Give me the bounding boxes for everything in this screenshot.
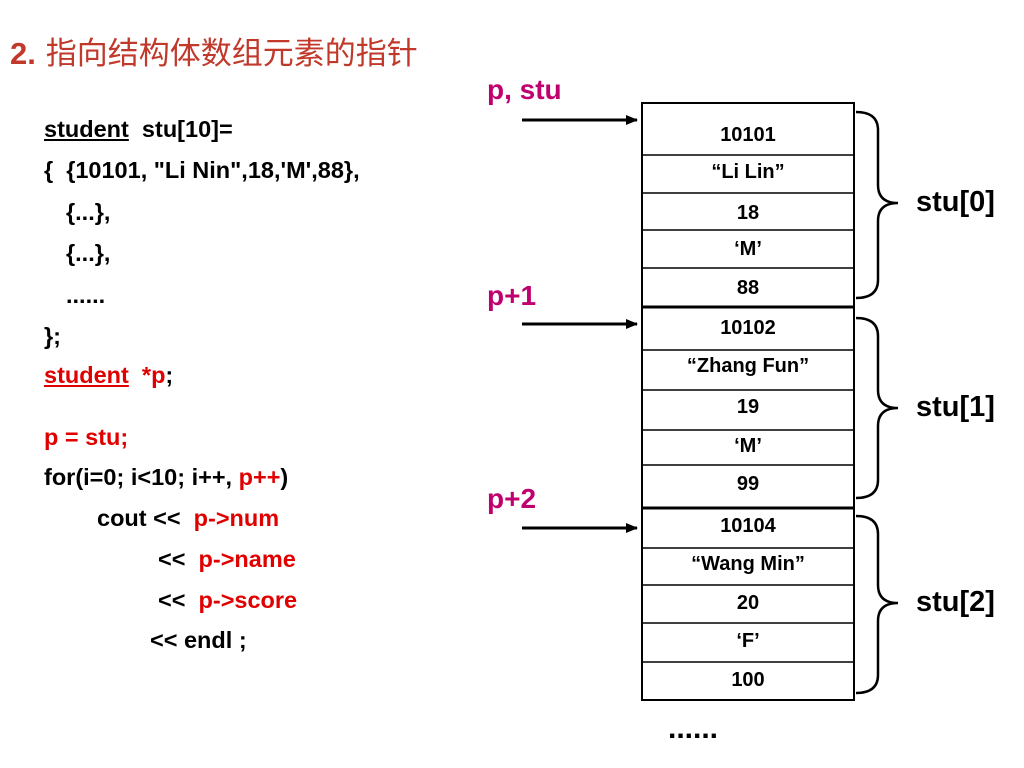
code-line-11: << p->name	[158, 545, 296, 573]
array-continuation-ellipsis: ......	[668, 712, 719, 745]
code-line-6: };	[44, 323, 61, 349]
code-line-9: for(i=0; i<10; i++, p++)	[44, 463, 288, 491]
code-line-8: p = stu;	[44, 424, 129, 450]
code-line-13: << endl ;	[150, 627, 247, 653]
cell-num-0: 10101	[720, 124, 776, 146]
cell-score-1: 99	[736, 473, 760, 495]
code-line-4: {...},	[66, 240, 111, 266]
cell-score-0: 88	[736, 277, 760, 299]
cell-age-2: 20	[736, 592, 760, 614]
code-text: ;	[165, 362, 174, 388]
element-label-stu-0: stu[0]	[916, 186, 995, 218]
code-text: )	[280, 464, 289, 490]
code-type-student-red: student	[44, 362, 129, 388]
cell-age-1: 19	[736, 396, 760, 418]
element-label-stu-2: stu[2]	[916, 586, 995, 618]
code-text: stu[10]=	[128, 116, 233, 142]
title-number: 2.	[10, 36, 36, 71]
pointer-label-p-plus-1: p+1	[487, 280, 537, 311]
code-pointer-decl: *p	[141, 362, 166, 388]
cell-score-2: 100	[731, 669, 765, 691]
code-text: cout <<	[97, 505, 194, 531]
cell-age-0: 18	[736, 202, 760, 224]
code-line-2: { {10101, "Li Nin",18,'M',88},	[44, 157, 360, 183]
code-text: for(i=0; i<10; i++,	[44, 464, 239, 490]
code-line-3: {...},	[66, 199, 111, 225]
element-label-stu-1: stu[1]	[916, 391, 995, 423]
code-line-7: student *p;	[44, 361, 173, 389]
code-member-score: p->score	[198, 587, 298, 613]
brace-stu-1	[855, 316, 899, 500]
cell-sex-2: ‘F’	[736, 630, 760, 652]
memory-table-border	[641, 102, 855, 701]
cell-name-1: “Zhang Fun”	[686, 355, 810, 377]
code-type-student: student	[44, 116, 129, 142]
code-pointer-increment: p++	[238, 464, 281, 490]
title-text: 指向结构体数组元素的指针	[35, 36, 418, 72]
cell-name-2: “Wang Min”	[691, 553, 805, 575]
cell-num-2: 10104	[720, 515, 776, 537]
row-separators	[642, 154, 854, 663]
code-text: <<	[158, 587, 199, 613]
code-line-1: student stu[10]=	[44, 115, 233, 143]
brace-stu-0	[855, 110, 899, 300]
cell-sex-1: ‘M’	[734, 435, 762, 457]
pointer-label-p-plus-2: p+2	[487, 483, 537, 514]
pointer-label-p-stu: p, stu	[487, 74, 562, 105]
cell-num-1: 10102	[720, 317, 776, 339]
code-line-12: << p->score	[158, 586, 297, 614]
code-line-10: cout << p->num	[97, 504, 279, 532]
code-member-name: p->name	[198, 546, 296, 572]
element-boundaries	[642, 305, 854, 510]
code-member-num: p->num	[193, 505, 280, 531]
code-text: <<	[158, 546, 199, 572]
cell-sex-0: ‘M’	[734, 238, 762, 260]
slide-title: 2. 指向结构体数组元素的指针	[10, 28, 418, 73]
brace-stu-2	[855, 514, 899, 695]
cell-name-0: “Li Lin”	[711, 161, 785, 183]
code-line-5: ......	[66, 282, 106, 308]
